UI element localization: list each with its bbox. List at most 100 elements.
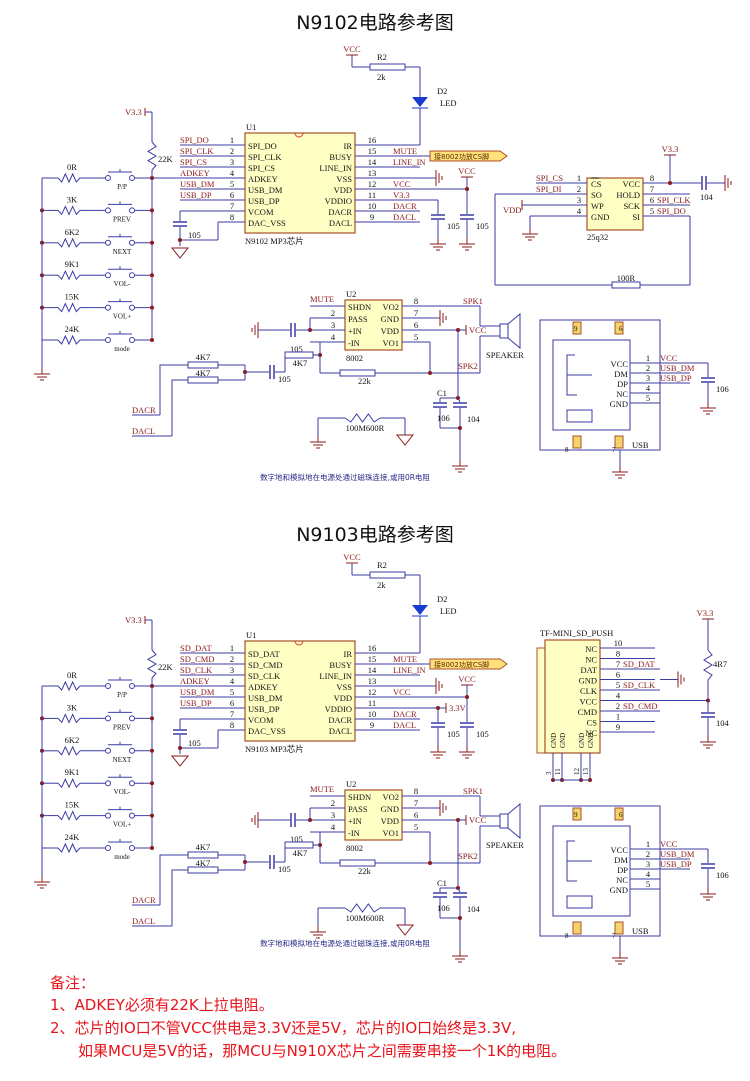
ground-icon: [612, 952, 628, 965]
net-label: SPI_CLK: [657, 195, 691, 205]
key-resistor-value: 6K2: [65, 735, 80, 745]
pin-number: 3: [646, 859, 650, 869]
pin-number: 4: [616, 691, 621, 701]
pin-number: 8: [414, 296, 418, 306]
pin-name: DM: [614, 369, 628, 379]
pin-number: 7: [650, 184, 654, 194]
pin-number: 4: [646, 383, 651, 393]
ground-icon: [452, 950, 468, 963]
ground-icon: [430, 238, 446, 251]
pin-number: 1: [616, 712, 620, 722]
net-label: DACR: [393, 709, 417, 719]
capacitor-symbol: [460, 214, 474, 220]
pin-name: SO: [591, 190, 602, 200]
switch-contact: [105, 845, 111, 851]
net-label: LINE_IN: [393, 665, 426, 675]
junction-dot: [428, 861, 432, 865]
speaker-label: SPEAKER: [486, 350, 524, 360]
cap-value: 105: [278, 864, 291, 874]
pin-number: 5: [230, 179, 234, 189]
pin-name: GND: [579, 676, 597, 686]
tf-name: TF-MINI_SD_PUSH: [540, 628, 613, 638]
switch-contact: [129, 683, 135, 689]
cap-value: 106: [437, 903, 450, 913]
ground-icon: [700, 402, 716, 415]
key-resistor-value: 24K: [65, 324, 81, 334]
analog-ground-icon: [170, 755, 190, 767]
pin-number: 11: [368, 698, 376, 708]
net-label: ADKEY: [180, 676, 210, 686]
switch-contact: [105, 175, 111, 181]
pin-name: GND: [381, 314, 399, 324]
switch-contact: [129, 239, 135, 246]
pin-name: -IN: [348, 338, 360, 348]
usb-contacts: [566, 354, 593, 423]
junction-dot: [150, 846, 154, 850]
pin-name: USB_DP: [248, 196, 280, 206]
u2-ref: U2: [346, 289, 356, 299]
pin-name: SD_CLK: [248, 671, 281, 681]
net-label: ADKEY: [180, 168, 210, 178]
r2-ref: R2: [377, 560, 387, 570]
pin-number: 10: [368, 201, 377, 211]
net-label: MUTE: [310, 294, 334, 304]
pin1-notch: [294, 640, 304, 646]
pin-name: SPI_DO: [248, 141, 277, 151]
key-resistor-value: 0R: [67, 162, 77, 172]
net-label: LINE_IN: [393, 157, 426, 167]
pin-name: IR: [344, 141, 353, 151]
capacitor-symbol: [269, 855, 275, 869]
pin-name: NC: [585, 644, 597, 654]
net-label: DACL: [393, 212, 416, 222]
ground-icon: [310, 436, 326, 449]
capacitor-symbol: [460, 722, 474, 728]
speaker-icon: [499, 813, 509, 829]
junction-dot: [465, 695, 469, 699]
ground-icon: [435, 678, 443, 694]
pin-name: GND: [610, 885, 628, 895]
ground-note: 数字地和模拟地在电源处通过磁珠连接,或用0R电阻: [260, 938, 430, 948]
resistor-symbol: [147, 141, 157, 171]
pin-name: USB_DM: [248, 693, 283, 703]
pin-name: NC: [585, 728, 597, 738]
vdd-label: VDD: [503, 205, 521, 215]
led-icon: [412, 605, 428, 615]
gnd-pin-label: GND: [587, 733, 595, 748]
tag-3v3: 3.3V: [449, 703, 467, 713]
key-resistor-value: 6K2: [65, 227, 80, 237]
pin-name: USB_DP: [248, 704, 280, 714]
pin-number: 1: [230, 135, 234, 145]
pin-name: GND: [591, 212, 609, 222]
ground-icon: [459, 238, 475, 251]
capacitor-symbol: [433, 402, 447, 408]
pin-name: VDD: [381, 326, 399, 336]
cap-value: 104: [467, 414, 481, 424]
pin-number: 2: [577, 184, 581, 194]
pin-number: 11: [554, 768, 562, 775]
pin-number: 14: [368, 157, 377, 167]
remarks-heading: 备注：: [50, 974, 95, 992]
pin-number: 3: [545, 771, 553, 775]
pin-name: VDD: [381, 816, 399, 826]
pin-number: 13: [582, 768, 590, 776]
pin-number: 2: [331, 798, 335, 808]
pin-name: NC: [616, 875, 628, 885]
pin-name: NC: [585, 655, 597, 665]
ground-icon: [439, 310, 447, 326]
net-label: SPI_CS: [180, 157, 207, 167]
net-label: V3.3: [393, 190, 410, 200]
gnd-pin-label: GND: [550, 733, 558, 748]
pin-number: 4: [577, 206, 582, 216]
pin-number: 5: [414, 822, 418, 832]
cap-value: 105: [188, 230, 201, 240]
resistor-symbol: [369, 571, 406, 579]
cap-value: 105: [290, 834, 303, 844]
pin-name: DP: [617, 379, 628, 389]
usb-shell-pad: [614, 921, 624, 935]
pin-name: DM: [614, 855, 628, 865]
net-label: USB_DP: [180, 190, 212, 200]
resistor-symbol: [703, 649, 713, 681]
switch-contact: [105, 812, 111, 819]
shell-pin: 8: [565, 932, 569, 940]
pin-name: PASS: [348, 804, 368, 814]
